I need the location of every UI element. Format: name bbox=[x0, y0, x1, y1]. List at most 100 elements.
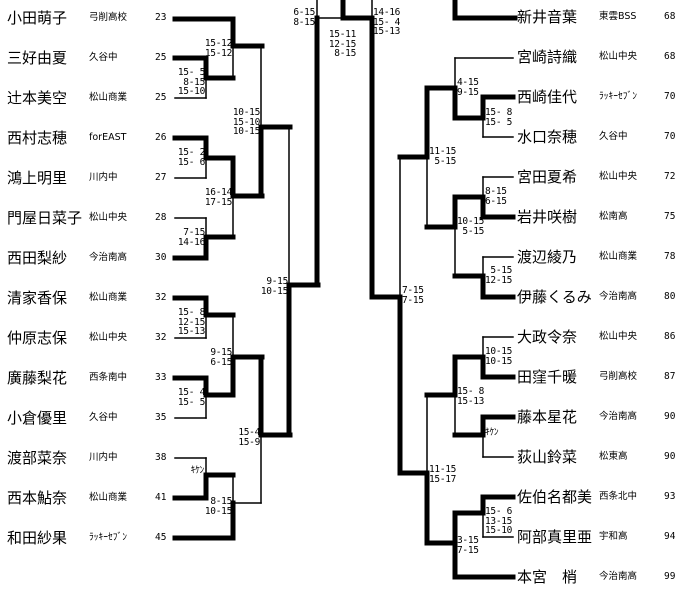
player-school: 今治南高 bbox=[599, 411, 638, 422]
player-name: 仲原志保 bbox=[7, 329, 68, 347]
player-name: 和田紗果 bbox=[7, 529, 68, 547]
player-seed: 70 bbox=[664, 91, 676, 102]
player-school: 松山中央 bbox=[89, 212, 128, 223]
player-school: 松山商業 bbox=[599, 251, 638, 262]
player-school: forEAST bbox=[89, 132, 127, 143]
player-seed: 25 bbox=[155, 92, 167, 103]
player-seed: 32 bbox=[155, 332, 167, 343]
match-score: 8-15 6-15 bbox=[485, 186, 507, 207]
match-score: 15- 6 13-15 15-10 bbox=[485, 506, 513, 536]
player-school: 東雲BSS bbox=[599, 11, 637, 22]
player-school: 久谷中 bbox=[89, 412, 118, 423]
player-school: 久谷中 bbox=[599, 131, 628, 142]
match-score: 15- 4 15- 5 bbox=[177, 387, 205, 408]
player-school: 松山中央 bbox=[599, 331, 638, 342]
player-seed: 90 bbox=[664, 411, 676, 422]
match-score: ｷｹﾝ bbox=[485, 427, 499, 438]
player-name: 水口奈穂 bbox=[517, 128, 578, 146]
player-school: 弓削高校 bbox=[599, 371, 638, 382]
match-score: 7-15 14-16 bbox=[177, 227, 205, 248]
match-score: 9-15 6-15 bbox=[210, 347, 232, 368]
player-name: 荻山鈴菜 bbox=[517, 448, 578, 466]
match-score: 10-15 10-15 bbox=[485, 346, 513, 367]
player-school: 松東高 bbox=[599, 451, 628, 462]
player-school: 松山中央 bbox=[599, 171, 638, 182]
match-score: 10-15 5-15 bbox=[457, 216, 485, 237]
match-score: 15- 2 15- 6 bbox=[177, 147, 205, 168]
player-name: 伊藤くるみ bbox=[517, 288, 592, 306]
player-seed: 70 bbox=[664, 131, 676, 142]
player-school: ﾗｯｷｰｾﾌﾞﾝ bbox=[89, 532, 128, 543]
player-seed: 94 bbox=[664, 531, 676, 542]
player-name: 藤本星花 bbox=[517, 408, 578, 426]
player-school: 松山商業 bbox=[89, 492, 128, 503]
player-name: 清家香保 bbox=[7, 289, 68, 307]
player-seed: 23 bbox=[155, 12, 167, 23]
player-seed: 99 bbox=[664, 571, 676, 582]
match-score: 11-15 15-17 bbox=[429, 464, 457, 485]
player-school: 松山中央 bbox=[599, 51, 638, 62]
player-seed: 68 bbox=[664, 11, 676, 22]
player-seed: 27 bbox=[155, 172, 167, 183]
match-score: 8-15 10-15 bbox=[204, 496, 232, 517]
player-school: 弓削高校 bbox=[89, 12, 128, 23]
player-name: 廣藤梨花 bbox=[7, 369, 68, 387]
player-name: 大政令奈 bbox=[517, 328, 578, 346]
match-score: 9-15 10-15 bbox=[260, 276, 288, 297]
match-score: 15- 8 12-15 15-13 bbox=[177, 307, 205, 337]
player-seed: 30 bbox=[155, 252, 167, 263]
player-name: 小倉優里 bbox=[7, 409, 68, 427]
player-name: 新井音葉 bbox=[517, 8, 578, 26]
player-name: 本宮 梢 bbox=[517, 568, 578, 586]
player-name: 西本鮎奈 bbox=[7, 489, 68, 507]
match-score: 4-15 9-15 bbox=[457, 77, 479, 98]
player-seed: 87 bbox=[664, 371, 676, 382]
player-seed: 32 bbox=[155, 292, 167, 303]
player-school: 今治南高 bbox=[599, 571, 638, 582]
player-seed: 45 bbox=[155, 532, 167, 543]
match-score: 11-15 5-15 bbox=[429, 146, 457, 167]
match-score: 15- 8 15- 5 bbox=[485, 107, 513, 128]
match-score: 15-4 15-9 bbox=[238, 427, 260, 448]
player-name: 田窪千暖 bbox=[517, 368, 578, 386]
match-score: 16-14 17-15 bbox=[204, 187, 232, 208]
player-school: ﾗｯｷｰｾﾌﾞﾝ bbox=[599, 91, 638, 102]
match-score: 7-15 7-15 bbox=[402, 285, 424, 306]
player-seed: 80 bbox=[664, 291, 676, 302]
match-score: 15- 5 8-15 15-10 bbox=[177, 67, 205, 97]
player-school: 松南高 bbox=[599, 211, 628, 222]
player-name: 小田萌子 bbox=[7, 9, 68, 27]
player-seed: 90 bbox=[664, 451, 676, 462]
match-score: 6-15 8-15 bbox=[293, 7, 315, 28]
match-score: 14-16 15- 4 15-13 bbox=[373, 7, 401, 37]
player-name: 西村志穂 bbox=[7, 129, 68, 147]
player-seed: 68 bbox=[664, 51, 676, 62]
player-name: 宮田夏希 bbox=[517, 168, 578, 186]
player-seed: 41 bbox=[155, 492, 167, 503]
player-school: 今治南高 bbox=[89, 252, 128, 263]
player-seed: 38 bbox=[155, 452, 167, 463]
player-school: 久谷中 bbox=[89, 52, 118, 63]
match-score: 5-15 12-15 bbox=[485, 265, 513, 286]
player-seed: 25 bbox=[155, 52, 167, 63]
player-school: 西条南中 bbox=[89, 372, 128, 383]
player-name: 宮崎詩織 bbox=[517, 48, 578, 66]
player-name: 西崎佳代 bbox=[517, 88, 578, 106]
player-name: 佐伯名都美 bbox=[517, 488, 593, 506]
player-name: 門屋日菜子 bbox=[7, 209, 83, 227]
player-name: 辻本美空 bbox=[7, 89, 68, 107]
player-seed: 75 bbox=[664, 211, 676, 222]
player-seed: 86 bbox=[664, 331, 676, 342]
player-school: 宇和高 bbox=[599, 531, 628, 542]
player-seed: 35 bbox=[155, 412, 167, 423]
player-school: 西条北中 bbox=[599, 491, 638, 502]
player-name: 岩井咲樹 bbox=[517, 208, 578, 226]
player-school: 今治南高 bbox=[599, 291, 638, 302]
player-name: 西田梨紗 bbox=[7, 249, 68, 267]
match-score: 15-11 12-15 8-15 bbox=[328, 29, 356, 59]
player-seed: 33 bbox=[155, 372, 167, 383]
player-name: 三好由夏 bbox=[7, 49, 68, 67]
match-score: 10-15 15-10 10-15 bbox=[232, 107, 260, 137]
player-school: 松山中央 bbox=[89, 332, 128, 343]
